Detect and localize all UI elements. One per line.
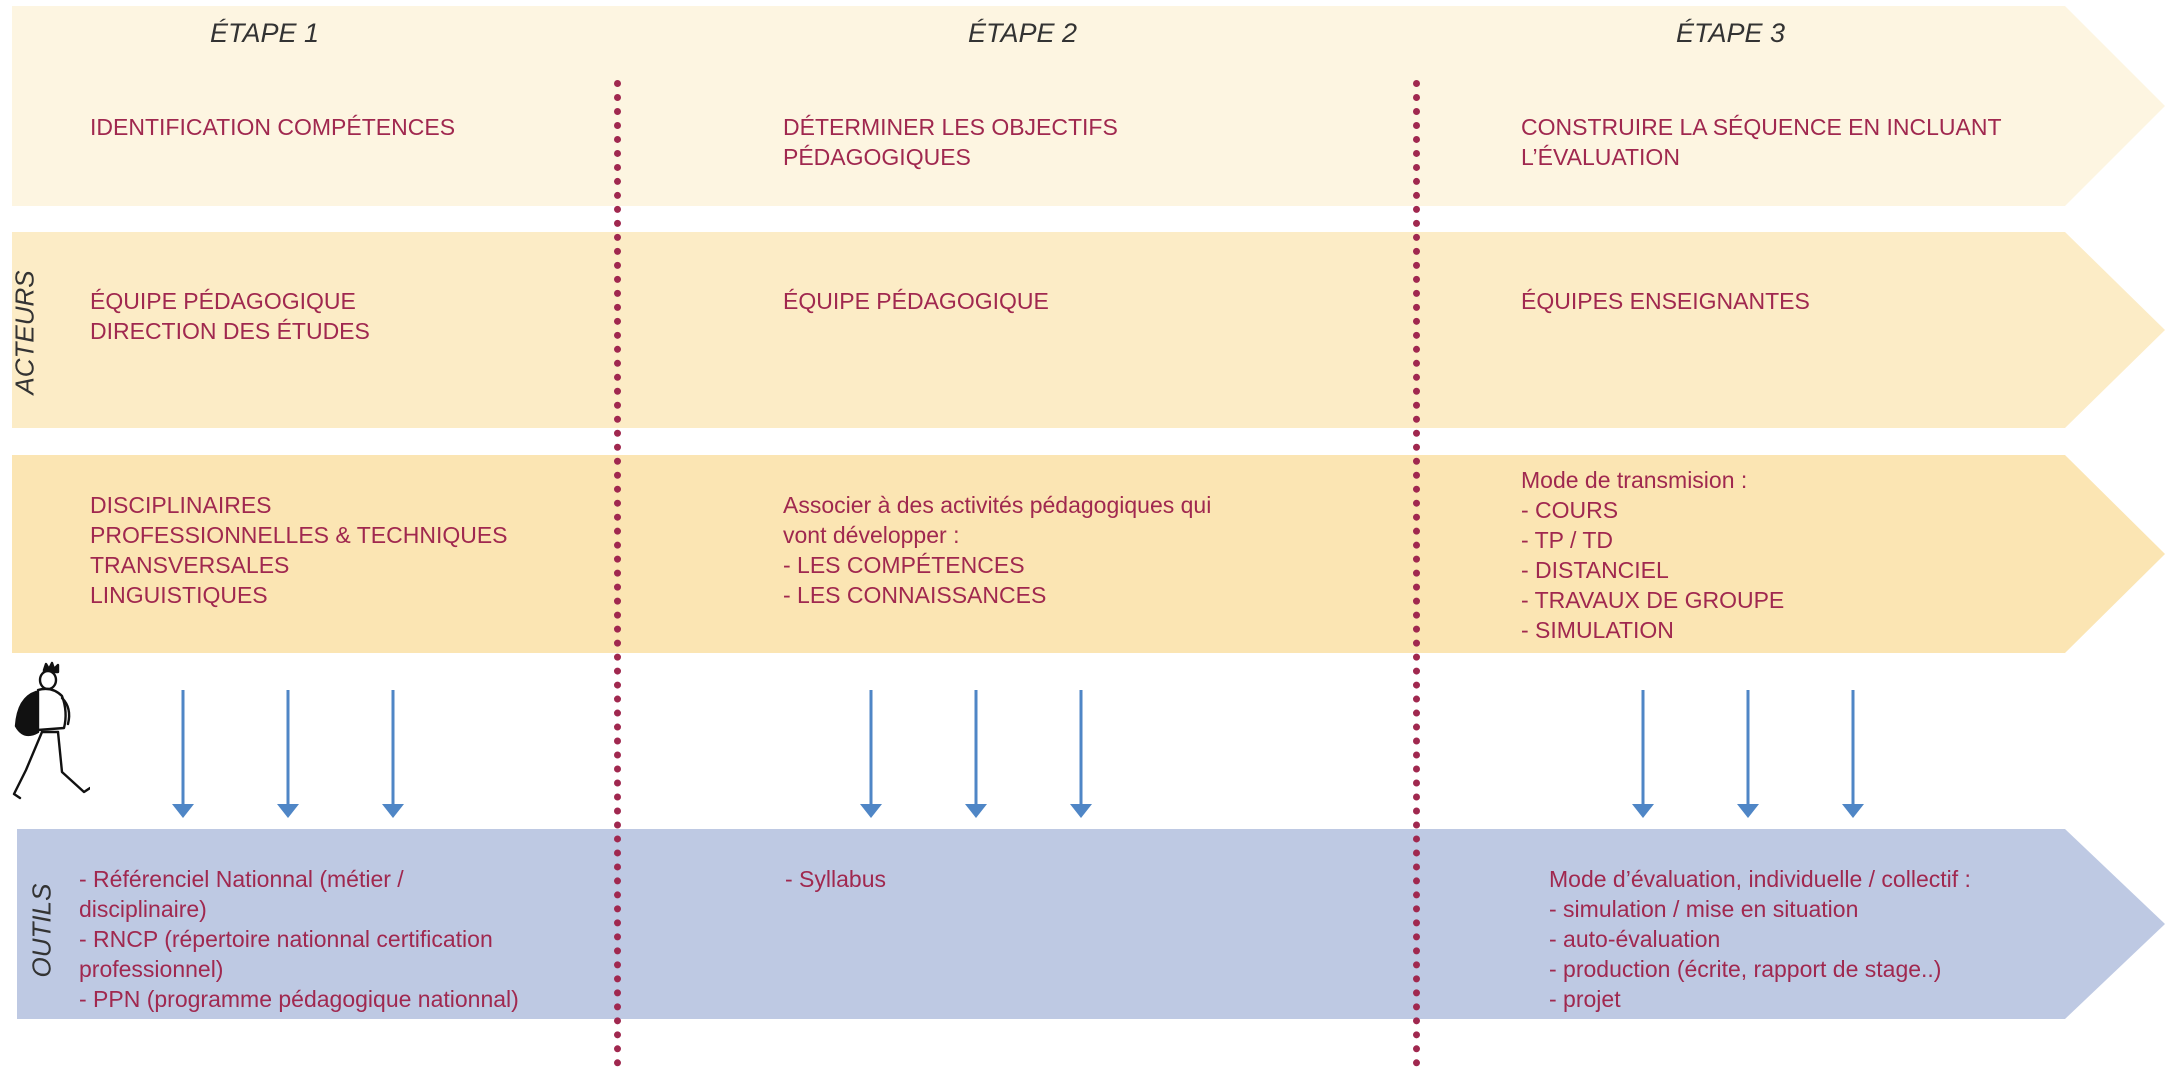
arrow-down-icon xyxy=(1068,690,1094,825)
step-1-title: ÉTAPE 1 xyxy=(210,18,320,48)
band-outils xyxy=(17,829,2165,1019)
band-objectifs-shape xyxy=(12,6,2165,206)
arrow-down-icon xyxy=(858,690,884,825)
band-acteurs-shape xyxy=(12,232,2165,428)
step-3-title: ÉTAPE 3 xyxy=(1676,18,1786,48)
divider-step-1-2 xyxy=(614,80,621,1067)
acteurs-step-2: ÉQUIPE PÉDAGOGIQUE xyxy=(783,288,1049,314)
band-objectifs xyxy=(12,6,2165,206)
contenu-step-1: DISCIPLINAIRES PROFESSIONNELLES & TECHNI… xyxy=(90,492,508,608)
arrow-down-icon xyxy=(1735,690,1761,825)
outils-step-2: - Syllabus xyxy=(785,866,886,892)
acteurs-step-1: ÉQUIPE PÉDAGOGIQUE DIRECTION DES ÉTUDES xyxy=(90,288,370,344)
band-contenu-shape xyxy=(12,455,2165,653)
contenu-step-3: Mode de transmision : - COURS - TP / TD … xyxy=(1521,467,1785,643)
contenu-step-2: Associer à des activités pédagogiques qu… xyxy=(783,492,1212,608)
arrow-down-icon xyxy=(380,690,406,825)
objectif-step-2: DÉTERMINER LES OBJECTIFS PÉDAGOGIQUES xyxy=(783,114,1118,170)
divider-step-2-3 xyxy=(1413,80,1420,1067)
outils-step-1: - Référenciel Nationnal (métier / discip… xyxy=(79,866,519,1012)
objectif-step-3: CONSTRUIRE LA SÉQUENCE EN INCLUANT L’ÉVA… xyxy=(1521,114,2002,170)
outils-step-3: Mode d’évaluation, individuelle / collec… xyxy=(1549,866,1971,1012)
band-contenu xyxy=(12,455,2165,653)
band-acteurs xyxy=(12,232,2165,428)
objectif-step-1: IDENTIFICATION COMPÉTENCES xyxy=(90,114,456,140)
arrow-down-icon xyxy=(963,690,989,825)
acteurs-step-3: ÉQUIPES ENSEIGNANTES xyxy=(1521,288,1810,314)
arrow-down-icon xyxy=(1630,690,1656,825)
arrow-down-icon xyxy=(1840,690,1866,825)
step-2-title: ÉTAPE 2 xyxy=(968,18,1078,48)
walking-person-icon xyxy=(6,658,92,815)
row-label-outils: OUTILS xyxy=(26,883,57,978)
arrow-down-icon xyxy=(170,690,196,825)
row-label-acteurs: ACTEURS xyxy=(9,270,40,395)
band-outils-shape xyxy=(17,829,2165,1019)
arrow-down-icon xyxy=(275,690,301,825)
